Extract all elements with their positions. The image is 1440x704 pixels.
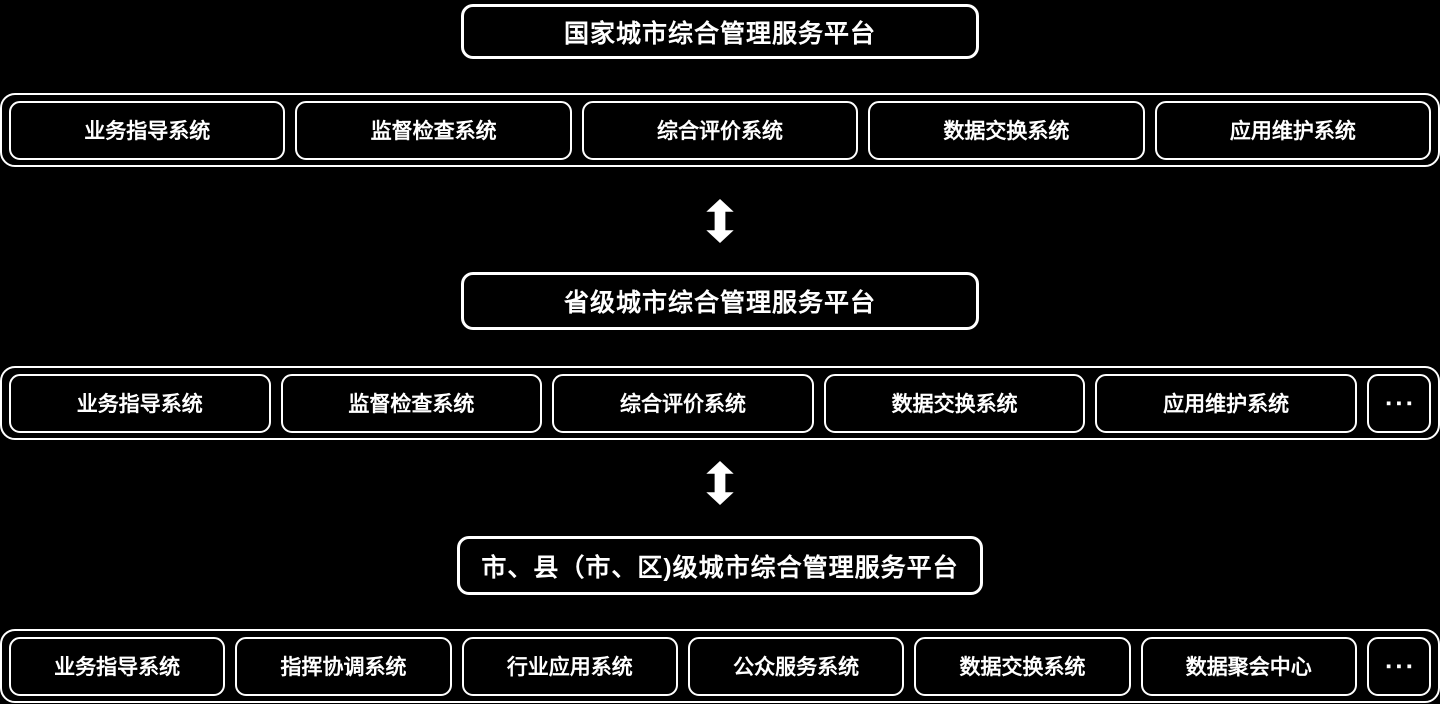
system-box-provincial-5: 应用维护系统 xyxy=(1095,373,1357,433)
system-box-national-4: 数据交换系统 xyxy=(868,100,1145,160)
systems-row-municipal: 业务指导系统 指挥协调系统 行业应用系统 公众服务系统 数据交换系统 数据聚会中… xyxy=(0,629,1440,703)
system-box-national-1: 业务指导系统 xyxy=(9,100,286,160)
double-arrow-icon xyxy=(706,461,734,505)
system-box-national-2: 监督检查系统 xyxy=(295,100,572,160)
more-ellipsis-icon: ▪▪▪ xyxy=(1385,657,1417,675)
system-box-national-3: 综合评价系统 xyxy=(581,100,859,160)
platform-title-provincial: 省级城市综合管理服务平台 xyxy=(461,272,979,330)
system-box-municipal-6: 数据聚会中心 xyxy=(1140,636,1357,696)
system-box-provincial-2: 监督检查系统 xyxy=(280,373,543,433)
system-box-provincial-4: 数据交换系统 xyxy=(823,373,1086,433)
platform-title-municipal: 市、县（市、区)级城市综合管理服务平台 xyxy=(457,536,983,595)
double-arrow-icon xyxy=(706,199,734,243)
systems-row-provincial: 业务指导系统 监督检查系统 综合评价系统 数据交换系统 应用维护系统 ▪▪▪ xyxy=(0,366,1440,440)
more-systems-box-provincial: ▪▪▪ xyxy=(1366,373,1431,433)
more-ellipsis-icon: ▪▪▪ xyxy=(1385,394,1417,412)
system-box-municipal-5: 数据交换系统 xyxy=(914,636,1131,696)
system-box-municipal-2: 指挥协调系统 xyxy=(235,636,452,696)
system-box-provincial-1: 业务指导系统 xyxy=(9,373,271,433)
system-box-municipal-4: 公众服务系统 xyxy=(687,636,905,696)
system-box-provincial-3: 综合评价系统 xyxy=(552,373,814,433)
platform-title-national: 国家城市综合管理服务平台 xyxy=(461,4,979,59)
system-box-national-5: 应用维护系统 xyxy=(1154,100,1432,160)
system-box-municipal-1: 业务指导系统 xyxy=(9,636,226,696)
systems-row-national: 业务指导系统 监督检查系统 综合评价系统 数据交换系统 应用维护系统 xyxy=(0,93,1440,167)
more-systems-box-municipal: ▪▪▪ xyxy=(1366,636,1431,696)
system-box-municipal-3: 行业应用系统 xyxy=(461,636,678,696)
